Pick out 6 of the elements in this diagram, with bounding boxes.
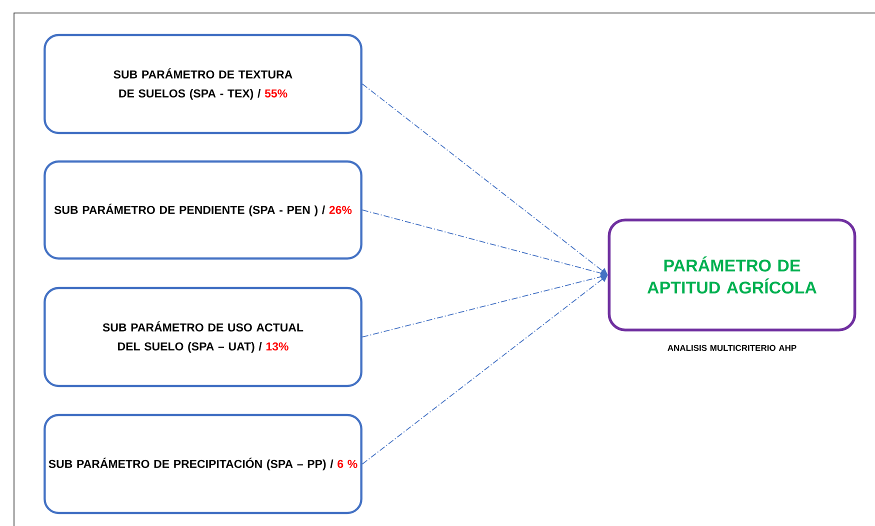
parameter-box: SUB PARÁMETRO DE PENDIENTE (SPA - PEN ) / 26% [44,160,362,260]
result-box: PARÁMETRO DE APTITUD AGRÍCOLA [608,218,856,332]
parameter-box: SUB PARÁMETRO DE TEXTURA DE SUELOS (SPA - TEX) / 55% [44,34,362,134]
caption-text: ANALISIS MULTICRITERIO AHP [668,344,796,351]
parameter-box: SUB PARÁMETRO DE USO ACTUAL DEL SUELO (SPA – UAT) / 13% [44,286,362,388]
parameter-box: SUB PARÁMETRO DE PRECIPITACIÓN (SPA – PP) / 6 % [44,414,362,514]
